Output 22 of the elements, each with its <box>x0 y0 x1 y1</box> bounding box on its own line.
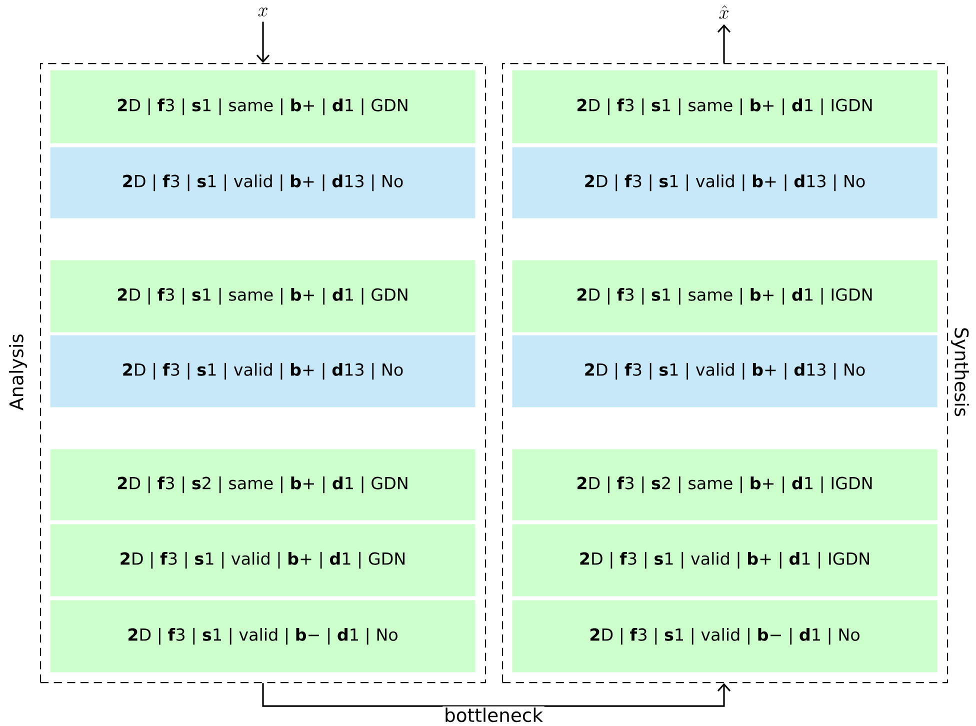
side-label: Synthesis <box>950 328 970 416</box>
layer-box: 2D | f3 | s1 | valid | b− | d1 | No <box>512 600 938 672</box>
layer-box: 2D | f3 | s1 | valid | b+ | d13 | No <box>512 147 938 218</box>
layer-box: 2D | f3 | s1 | valid | b+ | d1 | GDN <box>50 524 476 596</box>
variable-label: $x$ <box>258 8 268 16</box>
layer-box: 2D | f3 | s1 | same | b+ | d1 | GDN <box>50 70 476 144</box>
arrow <box>262 683 731 707</box>
layer-box: 2D | f3 | s1 | valid | b+ | d1 | IGDN <box>512 524 938 596</box>
layer-box: 2D | f3 | s1 | same | b+ | d1 | IGDN <box>512 70 938 144</box>
layer-box: 2D | f3 | s1 | valid | b+ | d13 | No <box>512 335 938 408</box>
layer-box: 2D | f3 | s2 | same | b+ | d1 | IGDN <box>512 449 938 520</box>
layer-box: 2D | f3 | s1 | same | b+ | d1 | GDN <box>50 260 476 332</box>
layer-box: 2D | f3 | s1 | same | b+ | d1 | IGDN <box>512 260 938 332</box>
layer-box: 2D | f3 | s1 | valid | b− | d1 | No <box>50 600 476 672</box>
edge-label: bottleneck <box>446 708 543 722</box>
arrow <box>256 22 270 63</box>
variable-label: $\hat{x}$ <box>719 5 729 19</box>
side-label: Analysis <box>8 334 28 410</box>
layer-box: 2D | f3 | s1 | valid | b+ | d13 | No <box>50 147 476 218</box>
arrow <box>717 24 731 63</box>
layer-box: 2D | f3 | s1 | valid | b+ | d13 | No <box>50 335 476 408</box>
layer-box: 2D | f3 | s2 | same | b+ | d1 | GDN <box>50 449 476 520</box>
